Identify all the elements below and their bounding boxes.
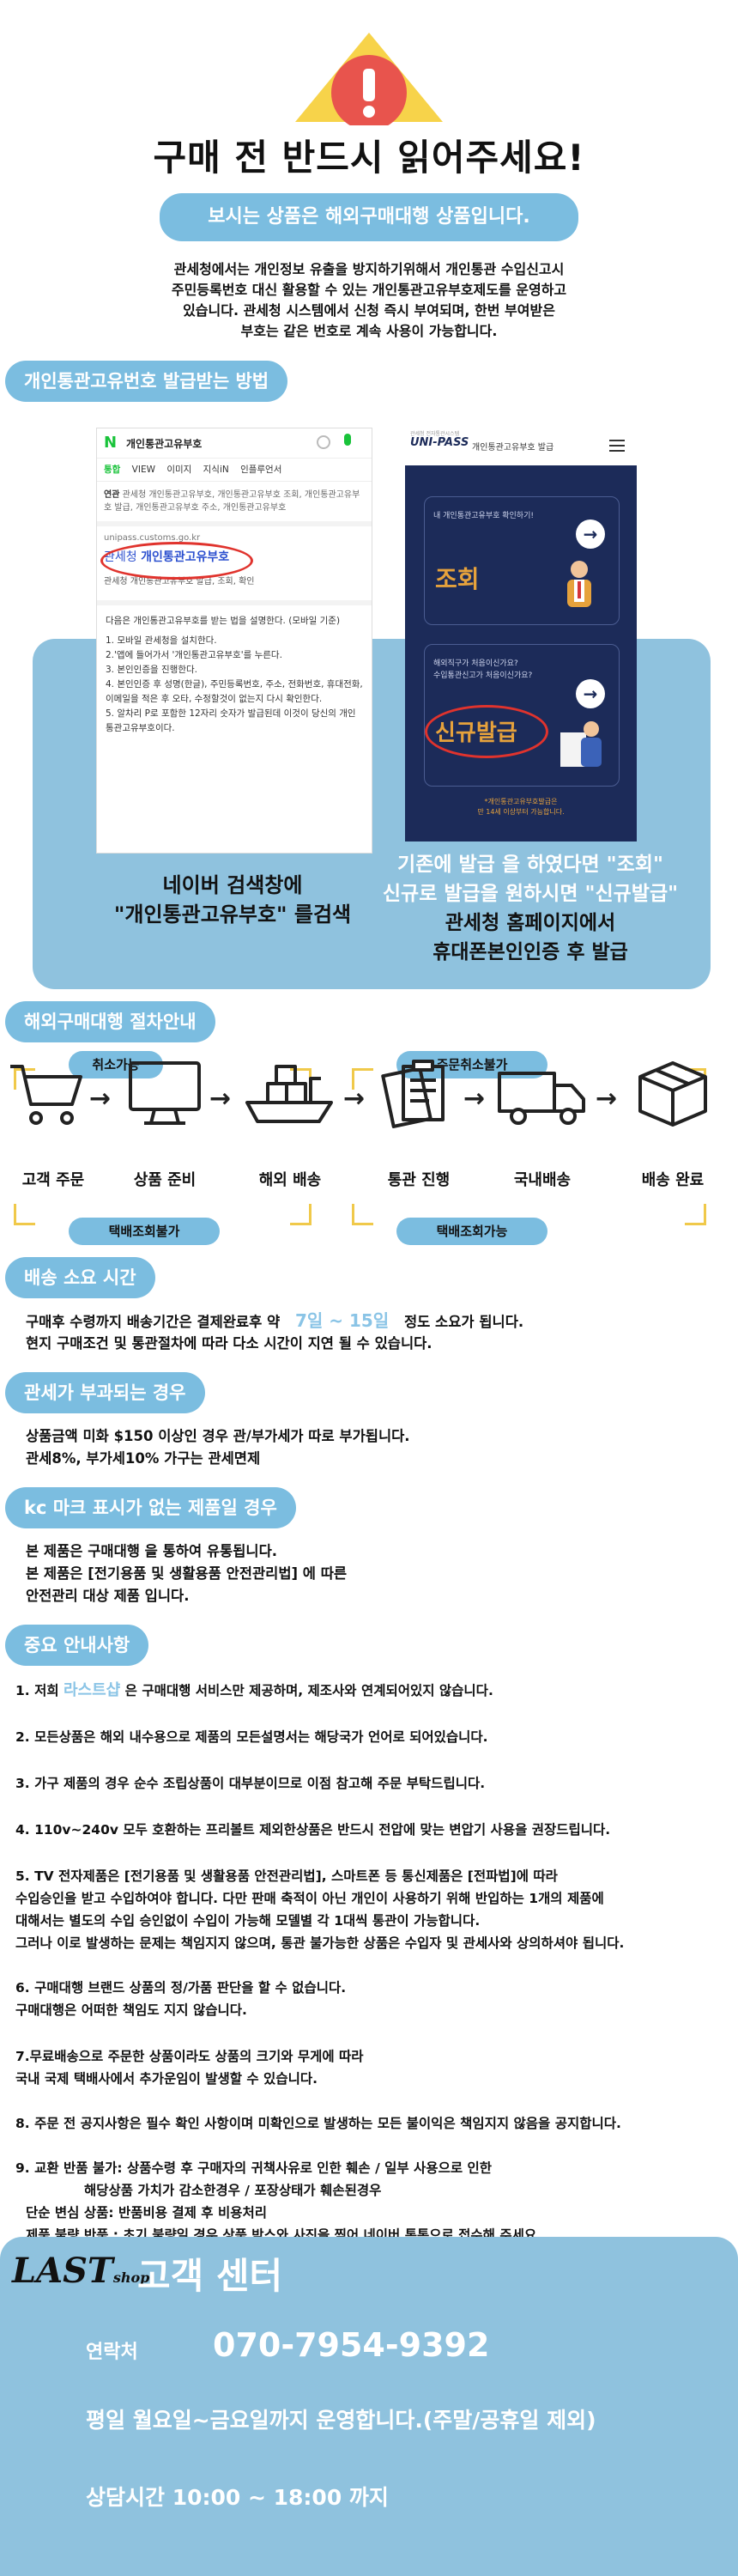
step-label: 해외 배송 bbox=[258, 1171, 322, 1189]
naver-tab[interactable]: 지식iN bbox=[203, 465, 229, 475]
kc-line: 본 제품은 [전기용품 및 생활용품 안전관리법] 에 따른 bbox=[26, 1565, 348, 1582]
shipping-time-line2: 현지 구매조건 및 통관절차에 따라 다소 시간이 지연 될 수 있습니다. bbox=[26, 1335, 433, 1352]
notice-item-5: 5. TV 전자제품은 [전기용품 및 생활용품 안전관리법], 스마트폰 등 … bbox=[15, 1868, 625, 1951]
monitor-icon bbox=[125, 1058, 204, 1130]
arrow-right-icon: → bbox=[209, 1084, 232, 1114]
section-label-notices: 중요 안내사항 bbox=[5, 1625, 149, 1666]
naver-search-screenshot: N 개인통관고유부호 통합 VIEW 이미지 지식iN 인플루언서 연관 관세청… bbox=[96, 428, 372, 854]
caption-right: 기존에 발급 을 하였다면 "조회" 신규로 발급을 원하시면 "신규발급" 관… bbox=[382, 854, 679, 963]
arrow-right-icon: → bbox=[89, 1084, 112, 1114]
mic-icon[interactable] bbox=[344, 434, 351, 446]
section-label-kc: kc 마크 표시가 없는 제품일 경우 bbox=[5, 1487, 296, 1528]
intro-text: 관세청에서는 개인정보 유출을 방지하기위해서 개인통관 수입신고시 주민등록번… bbox=[171, 261, 567, 339]
contact-label: 연락처 bbox=[86, 2342, 138, 2363]
naver-howto: 다음은 개인통관고유부호를 받는 법을 설명한다. (모바일 기준) 1. 모바… bbox=[106, 616, 363, 733]
unipass-screenshot: UNI-PASS 관세청 전자통관시스템 개인통관고유부호 발급 내 개인통관고… bbox=[405, 428, 637, 841]
menu-icon[interactable] bbox=[609, 440, 625, 452]
tax-line: 상품금액 미화 $150 이상인 경우 관/부가세가 따로 부가됩니다. bbox=[26, 1428, 410, 1444]
notice-item-3: 3. 가구 제품의 경우 순수 조립상품이 대부분이므로 이점 참고해 주문 부… bbox=[15, 1776, 486, 1791]
lastshop-logo: LASTshop bbox=[12, 2251, 150, 2291]
phone-number[interactable]: 070-7954-9392 bbox=[213, 2326, 490, 2364]
customer-center-title: 고객 센터 bbox=[137, 2255, 283, 2297]
page-title: 구매 전 반드시 읽어주세요! bbox=[153, 137, 585, 179]
naver-tab[interactable]: 이미지 bbox=[166, 465, 192, 475]
section-label-tax: 관세가 부과되는 경우 bbox=[5, 1372, 205, 1413]
search-icon[interactable] bbox=[317, 435, 330, 449]
naver-related: 연관 관세청 개인통관고유부호, 개인통관고유부호 조회, 개인통관고유부호 발… bbox=[97, 482, 372, 526]
ship-icon bbox=[242, 1058, 336, 1130]
highlight-circle bbox=[100, 542, 253, 580]
step-label: 상품 준비 bbox=[133, 1171, 197, 1189]
notice-item-7: 7.무료배송으로 주문한 상품이라도 상품의 크기와 무게에 따라 국내 국제 … bbox=[15, 2049, 364, 2087]
corner-deco bbox=[685, 1204, 706, 1225]
highlight-circle bbox=[425, 705, 548, 758]
notice-item-4: 4. 110v~240v 모두 호환하는 프리볼트 제외한상품은 반드시 전압에… bbox=[15, 1822, 611, 1838]
notice-item-8: 8. 주문 전 공지사항은 필수 확인 사항이며 미확인으로 발생하는 모든 불… bbox=[15, 2116, 621, 2131]
caption-left: 네이버 검색창에 "개인통관고유부호" 를검색 bbox=[113, 873, 352, 927]
consult-hours: 상담시간 10:00 ~ 18:00 까지 bbox=[86, 2485, 389, 2510]
overseas-banner: 보시는 상품은 해외구매대행 상품입니다. bbox=[160, 193, 578, 241]
shipping-time-line1: 구매후 수령까지 배송기간은 결제완료후 약 7일 ~ 15일 정도 소요가 됩… bbox=[26, 1310, 524, 1331]
arrow-right-icon: → bbox=[343, 1084, 366, 1114]
arrow-right-icon[interactable]: → bbox=[576, 679, 605, 708]
notice-item-1: 1. 저희 라스트샵 은 구매대행 서비스만 제공하며, 제조사와 연계되어있지… bbox=[15, 1681, 493, 1699]
section-label-shipping-time: 배송 소요 시간 bbox=[5, 1257, 155, 1298]
corner-deco bbox=[290, 1204, 312, 1225]
corner-deco bbox=[352, 1204, 373, 1225]
operating-hours: 평일 월요일~금요일까지 운영합니다.(주말/공휴일 제외) bbox=[86, 2408, 596, 2433]
documents-illustration bbox=[554, 717, 608, 772]
section-label-process: 해외구매대행 절차안내 bbox=[5, 1001, 215, 1042]
naver-search-input[interactable]: 개인통관고유부호 bbox=[126, 438, 203, 450]
step-label: 국내배송 bbox=[513, 1171, 572, 1189]
box-icon bbox=[633, 1058, 712, 1130]
notice-item-6: 6. 구매대행 브랜드 상품의 정/가품 판단을 할 수 없습니다. 구매대행은… bbox=[15, 1980, 347, 2018]
step-label: 고객 주문 bbox=[21, 1171, 85, 1189]
truck-icon bbox=[494, 1058, 589, 1130]
naver-result[interactable]: unipass.customs.go.kr 관세청 개인통관고유부호 관세청 개… bbox=[97, 526, 372, 605]
lookup-card[interactable]: 내 개인통관고유부호 확인하기! 조회 → bbox=[424, 496, 620, 625]
kc-line: 본 제품은 구매대행 을 통하여 유통됩니다. bbox=[26, 1543, 278, 1559]
kc-line: 안전관리 대상 제품 입니다. bbox=[26, 1588, 190, 1604]
cart-icon bbox=[7, 1058, 86, 1130]
new-issue-card[interactable]: 해외직구가 처음이신가요? 수입통관신고가 처음이신가요? 신규발급 → bbox=[424, 644, 620, 787]
arrow-right-icon: → bbox=[596, 1084, 618, 1114]
naver-tabs: 통합 VIEW 이미지 지식iN 인플루언서 bbox=[97, 459, 372, 482]
corner-deco bbox=[14, 1204, 35, 1225]
unipass-title: 개인통관고유부호 발급 bbox=[472, 443, 554, 453]
section-label-customs-code: 개인통관고유번호 발급받는 방법 bbox=[5, 361, 288, 402]
step-label: 통관 진행 bbox=[387, 1171, 451, 1189]
notice-item-9: 9. 교환 반품 불가: 상품수령 후 구매자의 귀책사유로 인한 훼손 / 일… bbox=[15, 2160, 541, 2243]
naver-logo: N bbox=[104, 434, 118, 452]
naver-tab[interactable]: VIEW bbox=[131, 465, 155, 475]
arrow-right-icon: → bbox=[463, 1084, 486, 1114]
naver-tab[interactable]: 통합 bbox=[104, 465, 121, 475]
person-illustration bbox=[554, 557, 605, 609]
tax-line: 관세8%, 부가세10% 가구는 관세면제 bbox=[26, 1450, 261, 1467]
pill-tracking-possible: 택배조회가능 bbox=[396, 1218, 547, 1245]
pill-tracking-impossible: 택배조회불가 bbox=[69, 1218, 220, 1245]
warning-icon bbox=[290, 29, 448, 131]
naver-tab[interactable]: 인플루언서 bbox=[240, 465, 282, 475]
notice-item-2: 2. 모든상품은 해외 내수용으로 제품의 모든설명서는 해당국가 언어로 되어… bbox=[15, 1729, 488, 1745]
step-label: 배송 완료 bbox=[641, 1171, 705, 1189]
unipass-logo: UNI-PASS bbox=[410, 436, 469, 449]
corner-deco bbox=[352, 1068, 373, 1090]
arrow-right-icon[interactable]: → bbox=[576, 519, 605, 549]
documents-icon bbox=[378, 1058, 457, 1130]
customer-center-footer: LASTshop 고객 센터 연락처 070-7954-9392 평일 월요일~… bbox=[0, 2237, 738, 2576]
